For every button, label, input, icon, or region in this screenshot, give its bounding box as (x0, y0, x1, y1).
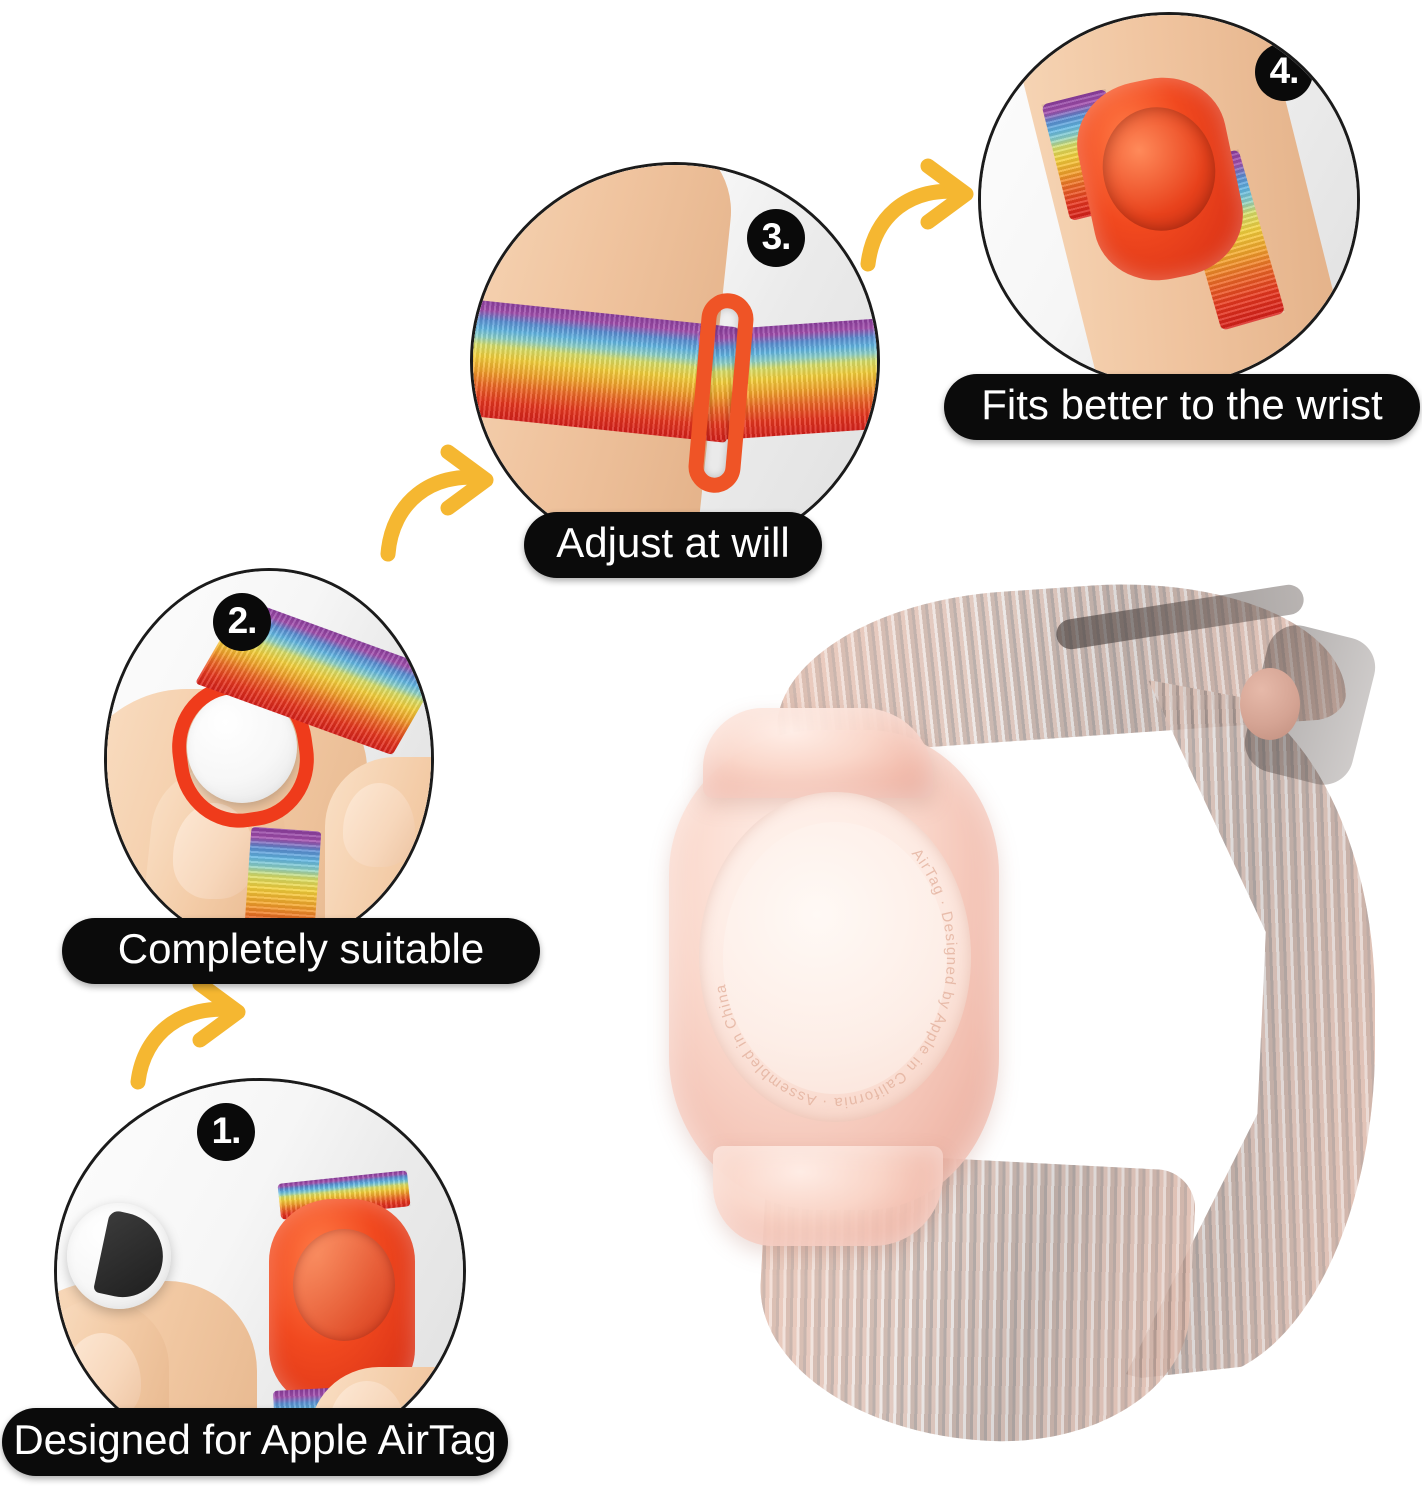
step-3-caption-label: Adjust at will (556, 519, 790, 566)
arrow-step1-to-step2 (130, 976, 246, 1090)
step-1-photo: 1. (54, 1078, 466, 1464)
step-4-photo: 4. (978, 12, 1360, 387)
hero-holder-lower-bridge (713, 1146, 943, 1246)
step-3-photo: 3. (470, 162, 880, 560)
step-3-badge: 3. (747, 209, 805, 267)
hero-holder-upper-bridge (703, 708, 933, 798)
arrow-step3-to-step4 (860, 158, 974, 272)
step-3-badge-label: 3. (761, 215, 792, 257)
step-3-caption: Adjust at will (524, 512, 822, 578)
step1-holder-window (293, 1229, 395, 1341)
arrow-step2-to-step3 (380, 444, 494, 562)
hero-airtag-through-window: AirTag · Designed by Apple in California… (699, 792, 971, 1122)
step-2-caption: Completely suitable (62, 918, 540, 984)
step1-left-nail (63, 1333, 141, 1421)
step-2-badge: 2. (213, 593, 271, 651)
step-1-caption: Designed for Apple AirTag (2, 1408, 508, 1476)
hero-strap-tip-nub (1240, 668, 1300, 740)
step-1-caption-label: Designed for Apple AirTag (13, 1416, 497, 1463)
hero-product-photo: AirTag · Designed by Apple in California… (655, 560, 1415, 1440)
step-1-badge: 1. (197, 1103, 255, 1161)
step-2-caption-label: Completely suitable (117, 925, 485, 972)
step-2-badge-label: 2. (227, 599, 258, 641)
step-4-caption-label: Fits better to the wrist (981, 381, 1383, 428)
step-4-badge: 4. (1255, 43, 1313, 101)
step-4-badge-label: 4. (1269, 49, 1300, 91)
step-1-badge-label: 1. (211, 1109, 242, 1151)
step-2-photo: 2. (104, 568, 434, 950)
step2-thumb-nail (173, 803, 255, 899)
step-4-caption: Fits better to the wrist (944, 374, 1420, 440)
step2-right-nail (343, 783, 415, 867)
hero-airtag-face (723, 822, 947, 1094)
